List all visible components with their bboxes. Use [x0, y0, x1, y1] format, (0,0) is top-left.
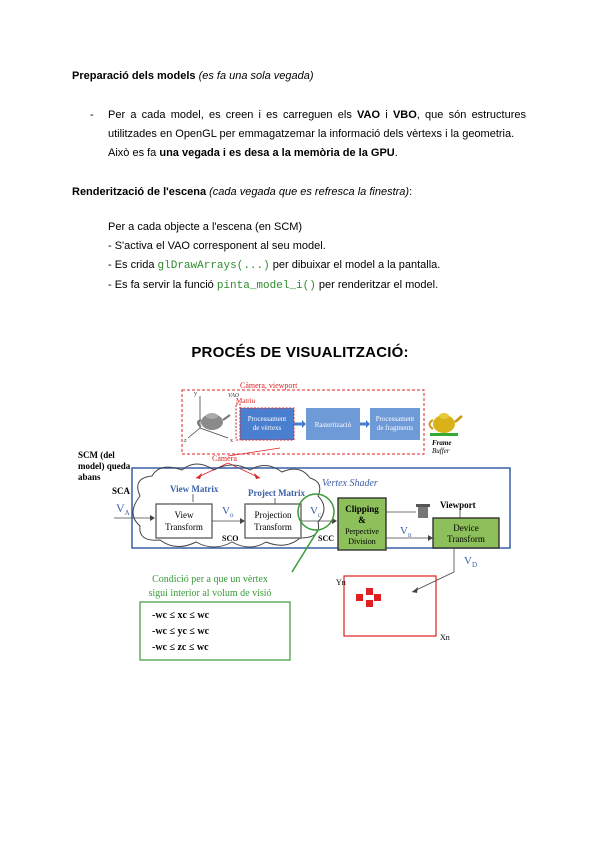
- svg-text:-wc ≤ xc ≤ wc: -wc ≤ xc ≤ wc: [152, 610, 210, 621]
- svg-text:x: x: [230, 438, 233, 444]
- vo-label: Vo: [222, 505, 234, 519]
- svg-text:&: &: [358, 515, 366, 525]
- svg-text:model) queda: model) queda: [78, 461, 131, 471]
- vc-label: Vc: [310, 505, 321, 519]
- svg-text:Rasterització: Rasterització: [315, 421, 352, 429]
- viewport-label: Viewport: [440, 500, 476, 510]
- svg-text:y: y: [194, 391, 197, 397]
- svg-text:Processament: Processament: [248, 415, 287, 423]
- rasterization-box: [306, 408, 360, 440]
- svg-text:de fragments: de fragments: [377, 424, 414, 432]
- svg-text:Projection: Projection: [255, 510, 292, 520]
- vn-label: Vn: [400, 525, 412, 539]
- svg-text:Division: Division: [348, 537, 376, 546]
- project-matrix-label: Project Matrix: [248, 488, 306, 498]
- svg-text:de vèrtexs: de vèrtexs: [253, 424, 282, 432]
- svg-text:-wc ≤ zc ≤ wc: -wc ≤ zc ≤ wc: [152, 642, 209, 653]
- svg-text:-wc ≤ yc ≤ wc: -wc ≤ yc ≤ wc: [152, 626, 210, 637]
- projection-transform-box: [244, 503, 302, 539]
- list-item: - Es fa servir la funció pinta_model_i()…: [108, 279, 439, 292]
- sca-label: SCA: [112, 486, 131, 496]
- sco-label: SCO: [222, 534, 238, 543]
- fragment-processing-box: [370, 408, 420, 440]
- svg-text:Device: Device: [453, 523, 478, 533]
- pipeline-frame: [131, 467, 511, 549]
- list-item: Per a cada objecte a l'escena (en SCM): [108, 221, 303, 233]
- section2-list: Per a cada objecte a l'escena (en SCM) -…: [108, 218, 440, 296]
- screen-plot: Yn Xn: [336, 575, 450, 642]
- scm-label: SCM (del: [78, 450, 115, 460]
- bullet-dash: -: [90, 109, 94, 121]
- vao-label: VAO: [228, 393, 240, 399]
- vc-highlight-circle: [297, 493, 335, 531]
- svg-text:Processament: Processament: [376, 415, 415, 423]
- svg-text:Frame: Frame: [432, 439, 451, 447]
- clip-inequalities-box: [139, 601, 291, 661]
- section1-paragraph: Per a cada model, es creen i es carregue…: [108, 109, 526, 159]
- camera-label: Càmera: [212, 454, 237, 463]
- svg-text:z: z: [184, 438, 187, 444]
- svg-text:Clipping: Clipping: [345, 504, 379, 514]
- clipping-box: [337, 497, 387, 551]
- svg-text:Transform: Transform: [165, 522, 203, 532]
- svg-text:Buffer: Buffer: [432, 447, 450, 455]
- svg-text:abans: abans: [78, 472, 101, 482]
- view-matrix-label: View Matrix: [170, 484, 219, 494]
- svg-text:Transform: Transform: [447, 534, 485, 544]
- svg-text:Perpective: Perpective: [345, 527, 379, 536]
- visualization-pipeline-diagram: Càmera, viewport VAO Matriu x y z Proces…: [78, 381, 511, 661]
- vd-label: VD: [464, 555, 477, 569]
- matrix-cloud: [132, 463, 325, 548]
- list-item: - Es crida glDrawArrays(...) per dibuixa…: [108, 259, 441, 272]
- condition-line-2: sigui interior al volum de visió: [148, 588, 271, 599]
- plot-y-label: Yn: [336, 578, 346, 587]
- va-label: VA: [116, 501, 130, 517]
- camera-viewport-label: Càmera, viewport: [240, 381, 298, 390]
- section1-heading: Preparació dels models (es fa una sola v…: [72, 70, 314, 82]
- trash-icon: [386, 504, 430, 518]
- frame-buffer-teapot-icon: [428, 413, 463, 436]
- diagram-title: PROCÉS DE VISUALITZACIÓ:: [191, 344, 409, 361]
- svg-text:View: View: [175, 510, 194, 520]
- condition-line-1: Condició per a que un vèrtex: [152, 574, 268, 585]
- matriu-label: Matriu: [236, 397, 256, 405]
- section2-heading: Renderització de l'escena (cada vegada q…: [72, 186, 413, 198]
- device-transform-box: [432, 517, 500, 549]
- scc-label: SCC: [318, 534, 334, 543]
- plot-x-label: Xn: [440, 633, 450, 642]
- pipeline-overview-box: [181, 389, 425, 455]
- svg-text:Transform: Transform: [254, 522, 292, 532]
- vertex-shader-label: Vertex Shader: [322, 478, 378, 489]
- list-item: - S'activa el VAO corresponent al seu mo…: [108, 240, 326, 252]
- teapot-model-icon: x y z: [184, 391, 233, 444]
